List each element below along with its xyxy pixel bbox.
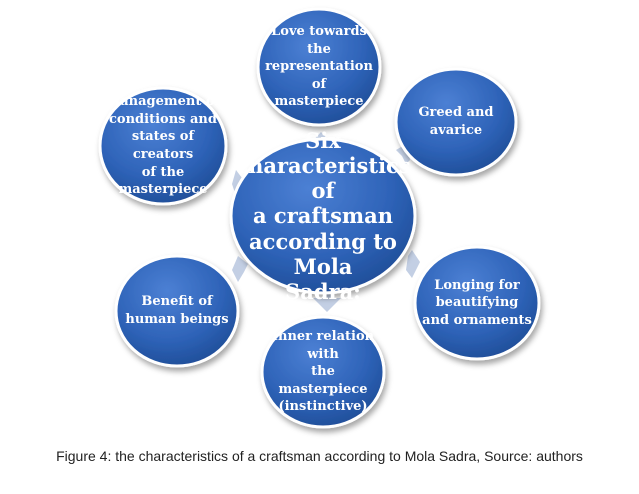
node-inner-label: Inner relation with the masterpiece (ins…: [272, 329, 374, 414]
figure-caption: Figure 4: the characteristics of a craft…: [56, 448, 583, 464]
node-inner-circle: [260, 315, 386, 429]
node-love-circle: [256, 7, 382, 127]
arrow-to-longing: [406, 250, 420, 278]
node-longing-label: Longing for beautifying and ornaments: [422, 277, 532, 328]
node-greed-label: Greed and avarice: [418, 105, 494, 138]
center-circle: [229, 137, 417, 295]
arrow-to-inner: [313, 292, 341, 312]
node-benefit-circle: [114, 254, 240, 368]
node-longing-circle: [413, 245, 541, 361]
center-label: Six characteristics of a craftsman accor…: [235, 127, 411, 304]
node-greed-circle: [394, 67, 518, 177]
arrow-to-benefit: [232, 256, 248, 282]
cycle-diagram: Six characteristics of a craftsman accor…: [98, 7, 541, 429]
node-management-label: Management of conditions and states of c…: [106, 94, 221, 197]
node-management-circle: [98, 86, 228, 206]
node-love-label: Love towards the representation of maste…: [265, 24, 373, 110]
node-benefit-label: Benefit of human beings: [125, 294, 229, 327]
